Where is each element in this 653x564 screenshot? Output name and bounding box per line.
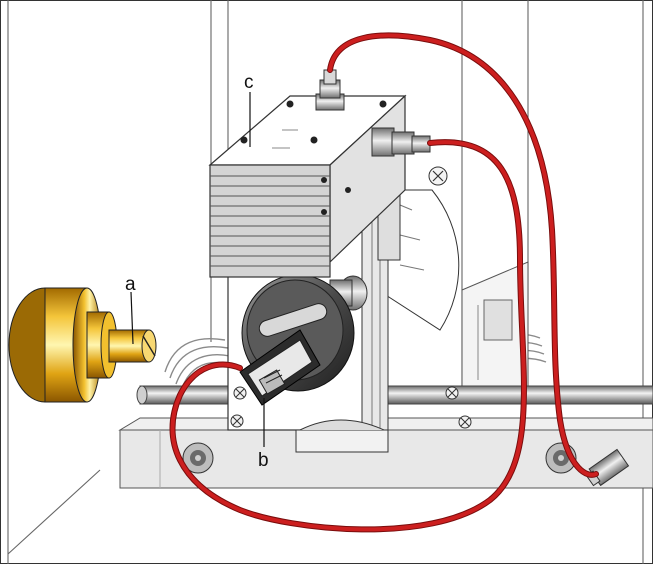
guide-rod	[136, 385, 653, 405]
signal-cables	[169, 32, 599, 533]
brass-connector	[8, 287, 157, 403]
screw-icon	[428, 166, 448, 186]
label-c: c	[244, 72, 254, 93]
screw-icon	[233, 386, 247, 400]
leader-lines	[130, 92, 265, 447]
connector-icon	[371, 127, 431, 157]
knob-icon	[182, 442, 214, 474]
slide-carriage	[295, 419, 389, 453]
sample-holder	[239, 329, 321, 406]
screw-icon	[230, 414, 244, 428]
screw-icon	[445, 386, 459, 400]
connector-icon	[315, 69, 345, 111]
housing-side-panel	[461, 261, 529, 403]
screw-icon	[458, 415, 472, 429]
label-b: b	[258, 450, 269, 471]
label-a: a	[125, 274, 136, 295]
